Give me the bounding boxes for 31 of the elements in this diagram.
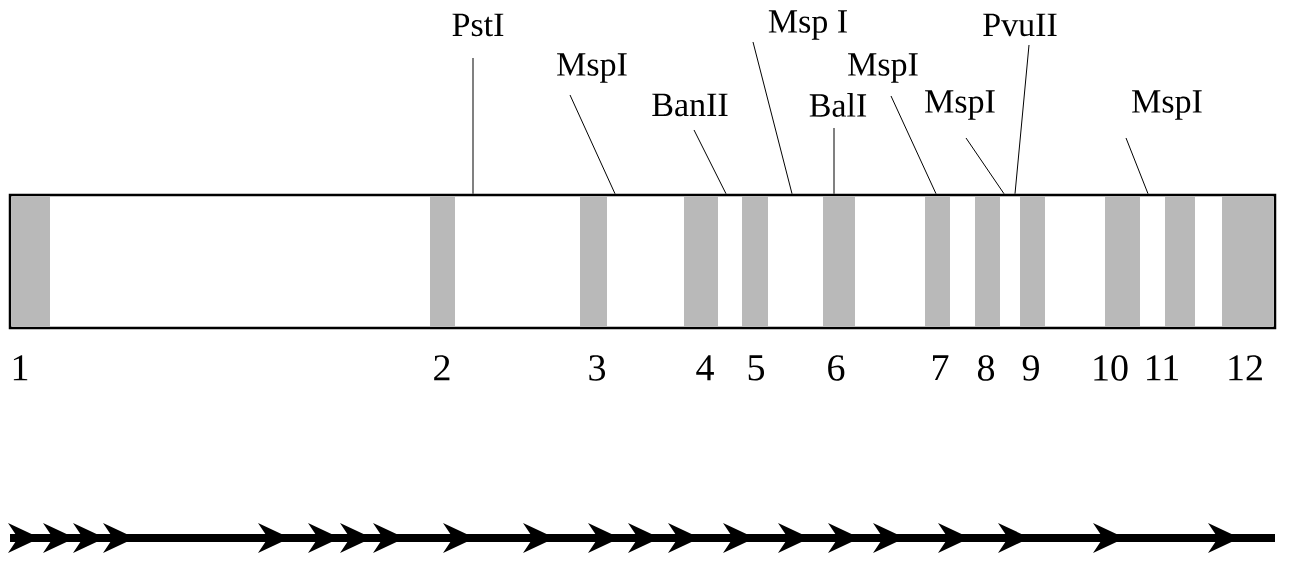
- exon-number: 3: [589, 355, 606, 381]
- enzyme-label: BalI: [809, 93, 867, 117]
- exon-number: 7: [933, 355, 949, 381]
- exon-number: 1: [13, 355, 28, 381]
- leader-line: [965, 137, 1005, 195]
- enzyme-label: MspI: [1132, 90, 1202, 120]
- gene-box: [8, 193, 1277, 330]
- enzyme-label: BanII: [652, 93, 728, 117]
- enzyme-label: PstI: [452, 13, 504, 37]
- leader-line: [569, 94, 616, 195]
- exon-number: 12: [1229, 355, 1262, 381]
- exon-number: 11: [1147, 355, 1178, 381]
- enzyme-label: Msp I: [768, 10, 847, 40]
- leader-line: [1125, 137, 1149, 195]
- leader-line: [472, 57, 474, 195]
- exon-number: 2: [434, 355, 450, 381]
- enzyme-label: PvuII: [983, 13, 1057, 37]
- leader-line: [752, 41, 793, 195]
- exon-number: 5: [748, 355, 765, 381]
- exon-number: 10: [1094, 355, 1128, 381]
- enzyme-label: MspI: [925, 90, 995, 120]
- exon-number: 4: [696, 355, 714, 381]
- leader-line: [890, 95, 937, 195]
- leader-line: [833, 127, 835, 195]
- leader-line: [1014, 44, 1030, 195]
- enzyme-label: MspI: [848, 53, 918, 83]
- exon-number: 9: [1022, 355, 1039, 381]
- exon-number: 6: [828, 355, 845, 381]
- leader-line: [693, 129, 727, 195]
- enzyme-label: MspI: [557, 53, 627, 83]
- exon-number: 8: [977, 355, 995, 381]
